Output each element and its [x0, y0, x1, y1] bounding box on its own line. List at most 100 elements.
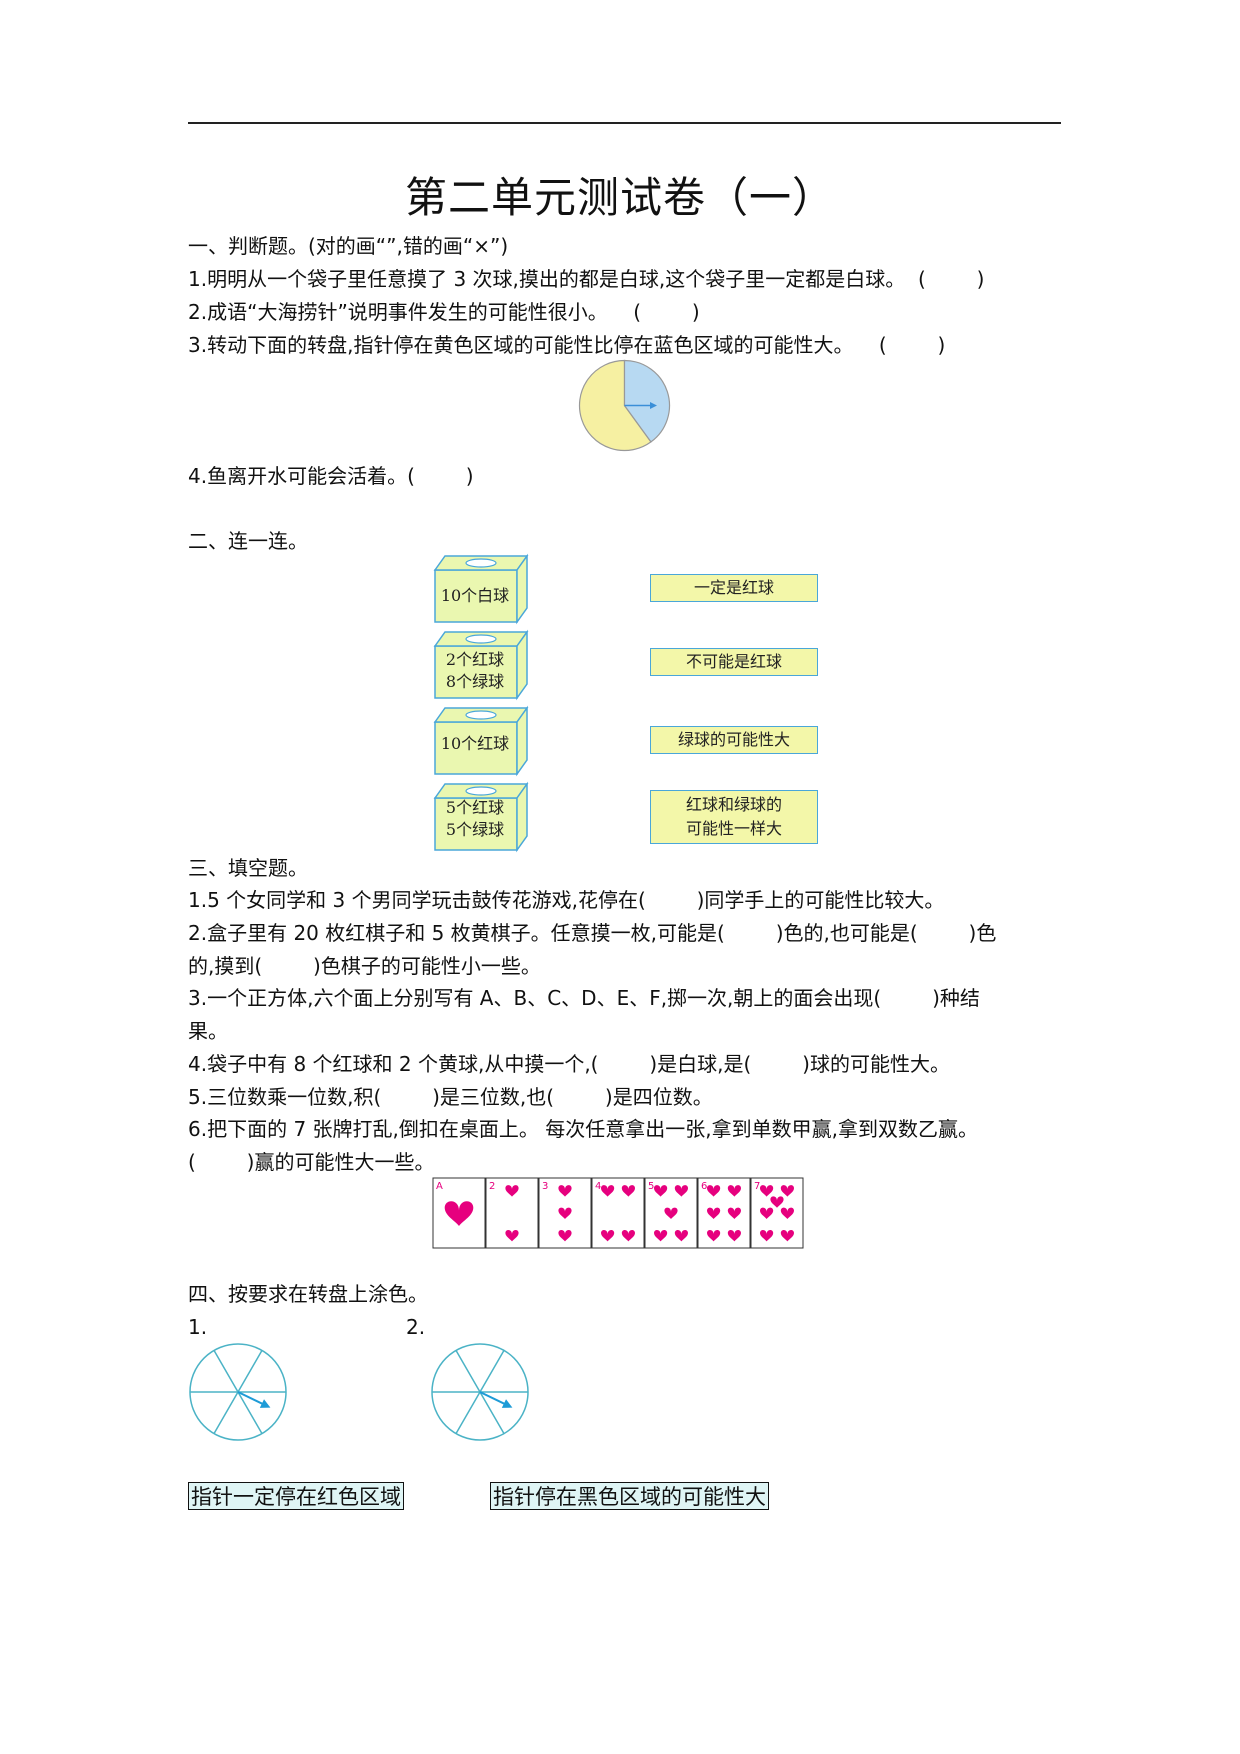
spinner-divider	[237, 1391, 263, 1434]
s3-line-7: 5.三位数乘一位数,积( )是三位数,也( )是四位数。	[188, 1085, 713, 1109]
box-hole	[465, 634, 497, 644]
card-rank: 3	[542, 1181, 548, 1192]
box-side	[516, 553, 528, 625]
target-3-text: 绿球的可能性大	[677, 730, 790, 749]
ball-box-2[interactable]	[433, 629, 529, 701]
card-7: 7	[750, 1177, 804, 1249]
spinner-pointer	[237, 1391, 266, 1406]
s1-question-2: 2.成语“大海捞针”说明事件发生的可能性很小。 ( )	[188, 296, 700, 328]
s1-q3-blank[interactable]: ( )	[878, 333, 946, 357]
target-3[interactable]: 绿球的可能性大	[650, 726, 818, 754]
spinner-divider	[237, 1350, 263, 1393]
s4-label-2: 2.	[406, 1315, 426, 1339]
box-side	[516, 705, 528, 777]
card-face	[591, 1177, 645, 1249]
card-face	[750, 1177, 804, 1249]
s1-q1-text: 1.明明从一个袋子里任意摸了 3 次球,摸出的都是白球,这个袋子里一定都是白球。	[188, 267, 906, 291]
heart-icon	[654, 1229, 668, 1242]
heart-icon	[674, 1229, 688, 1242]
heart-icon	[654, 1185, 668, 1197]
heart-icon	[601, 1229, 615, 1242]
s3-line-4: 3.一个正方体,六个面上分别写有 A、B、C、D、E、F,掷一次,朝上的面会出现…	[188, 986, 980, 1010]
arrow-head-icon	[501, 1399, 513, 1408]
box-side	[516, 629, 528, 701]
card-face	[697, 1177, 751, 1249]
card-5: 5	[644, 1177, 698, 1249]
heart-icon	[601, 1185, 615, 1197]
heart-icon	[780, 1229, 794, 1242]
task-label-2: 指针停在黑色区域的可能性大	[490, 1482, 769, 1510]
box-front	[434, 797, 518, 851]
section3-heading: 三、填空题。	[188, 856, 308, 880]
box-3-line1: 10个红球	[440, 734, 510, 753]
arrow-head-icon	[259, 1399, 271, 1408]
card-2: 2	[485, 1177, 539, 1249]
heart-icon	[558, 1207, 572, 1219]
target-4-line2: 可能性一样大	[685, 819, 782, 838]
card-A: A	[432, 1177, 486, 1249]
box-side	[516, 781, 528, 853]
heart-icon	[674, 1185, 688, 1197]
spinner-divider	[213, 1391, 239, 1434]
section1-heading: 一、判断题。(对的画“”,错的画“×”)	[188, 234, 509, 258]
card-rank: 5	[648, 1181, 654, 1192]
heart-icon	[558, 1185, 572, 1197]
spinner-arrow-head-icon	[650, 402, 657, 409]
target-4[interactable]: 红球和绿球的 可能性一样大	[650, 790, 818, 844]
spinner-divider	[479, 1350, 505, 1393]
card-rank: 7	[754, 1181, 760, 1192]
box-hole	[465, 786, 497, 796]
heart-icon	[621, 1185, 635, 1197]
s1-question-1: 1.明明从一个袋子里任意摸了 3 次球,摸出的都是白球,这个袋子里一定都是白球。…	[188, 263, 984, 295]
card-rank: 4	[595, 1181, 601, 1192]
heart-icon	[760, 1229, 774, 1242]
s1-q2-blank[interactable]: ( )	[633, 300, 700, 324]
box-1-label: 10个白球	[432, 585, 518, 607]
heart-icon	[558, 1229, 572, 1242]
box-1-line1: 10个白球	[440, 586, 510, 605]
ball-box-3[interactable]	[433, 705, 529, 777]
card-3: 3	[538, 1177, 592, 1249]
target-2[interactable]: 不可能是红球	[650, 648, 818, 676]
box-3-label: 10个红球	[432, 733, 518, 755]
ball-box-1[interactable]	[433, 553, 529, 625]
s1-q4-blank[interactable]: ( )	[407, 464, 474, 488]
card-4: 4	[591, 1177, 645, 1249]
box-front	[434, 721, 518, 775]
heart-icon	[727, 1207, 741, 1219]
heart-icon	[760, 1207, 774, 1219]
heart-icon	[707, 1207, 721, 1219]
box-2-line2: 8个绿球	[445, 672, 505, 691]
target-1-text: 一定是红球	[693, 578, 774, 597]
s3-line-8: 6.把下面的 7 张牌打乱,倒扣在桌面上。 每次任意拿出一张,拿到单数甲赢,拿到…	[188, 1117, 978, 1141]
box-4-line2: 5个绿球	[445, 820, 505, 839]
card-6: 6	[697, 1177, 751, 1249]
ball-box-4[interactable]	[433, 781, 529, 853]
heart-icon	[444, 1201, 474, 1226]
box-2-label: 2个红球 8个绿球	[432, 649, 518, 693]
task-label-1: 指针一定停在红色区域	[188, 1482, 404, 1510]
s1-q1-blank[interactable]: ( )	[917, 267, 985, 291]
s1-question-4: 4.鱼离开水可能会活着。( )	[188, 460, 474, 492]
heart-icon	[505, 1185, 519, 1197]
heart-icon	[707, 1185, 721, 1197]
s3-line-3: 的,摸到( )色棋子的可能性小一些。	[188, 954, 541, 978]
heart-icon	[727, 1185, 741, 1197]
spinner-pointer	[479, 1391, 508, 1406]
spinner-2[interactable]	[430, 1342, 530, 1442]
s3-line-9: ( )赢的可能性大一些。	[188, 1150, 435, 1174]
heart-icon	[780, 1207, 794, 1219]
heart-icon	[505, 1229, 519, 1242]
target-1[interactable]: 一定是红球	[650, 574, 818, 602]
heart-icon	[664, 1207, 678, 1219]
box-hole	[465, 558, 497, 568]
spinner-1[interactable]	[188, 1342, 288, 1442]
box-hole	[465, 710, 497, 720]
box-4-line1: 5个红球	[445, 798, 505, 817]
section2-heading: 二、连一连。	[188, 529, 308, 553]
spinner-divider	[455, 1350, 481, 1393]
target-2-text: 不可能是红球	[685, 652, 782, 671]
heart-icon	[621, 1229, 635, 1242]
